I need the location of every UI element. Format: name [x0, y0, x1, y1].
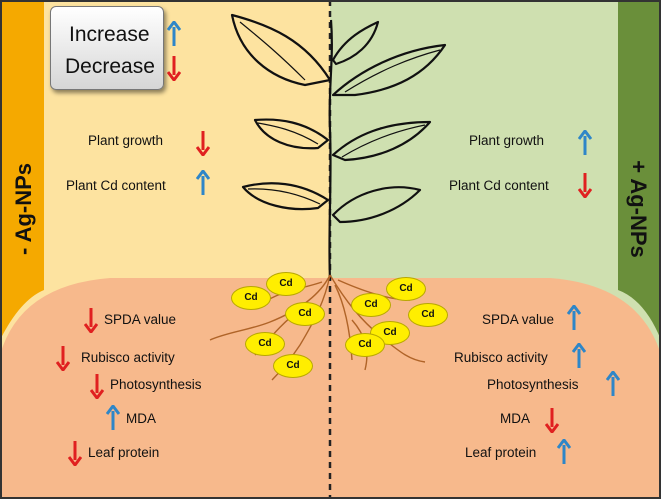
decrease-arrow-icon [84, 308, 98, 333]
increase-arrow-icon [567, 305, 581, 330]
decrease-arrow-icon [90, 374, 104, 399]
left-effect-plant-cd-content: Plant Cd content [66, 178, 166, 193]
cd-particle: Cd [285, 302, 325, 326]
left-condition-label: - Ag-NPs [11, 162, 36, 256]
legend: Increase Decrease [50, 6, 181, 90]
left-side-band [0, 0, 44, 340]
left-effect-leaf-protein: Leaf protein [88, 445, 160, 460]
right-effect-rubisco-activity: Rubisco activity [454, 350, 548, 365]
decrease-arrow-icon [68, 441, 82, 466]
left-effect-spda-value: SPDA value [104, 312, 177, 327]
legend-decrease-label: Decrease [65, 55, 155, 78]
cd-particle: Cd [245, 332, 285, 356]
increase-arrow-icon [572, 343, 586, 368]
right-effect-leaf-protein: Leaf protein [465, 445, 537, 460]
increase-arrow-icon [578, 130, 592, 155]
left-effect-photosynthesis: Photosynthesis [110, 377, 202, 392]
cd-particle: Cd [351, 293, 391, 317]
right-effect-photosynthesis: Photosynthesis [487, 377, 579, 392]
cd-particle: Cd [266, 272, 306, 296]
decrease-arrow-icon [196, 131, 210, 156]
left-effect-plant-growth: Plant growth [88, 133, 164, 148]
cd-particle: Cd [273, 354, 313, 378]
plant-icon [230, 13, 447, 281]
right-effect-mda: MDA [500, 411, 530, 426]
right-effect-plant-growth: Plant growth [469, 133, 545, 148]
right-side-band [618, 0, 661, 340]
decrease-arrow-icon [167, 56, 181, 81]
decrease-arrow-icon [545, 408, 559, 433]
right-condition-label: + Ag-NPs [626, 160, 651, 258]
cd-particle: Cd [408, 303, 448, 327]
decrease-arrow-icon [578, 173, 592, 198]
increase-arrow-icon [557, 439, 571, 464]
left-effect-rubisco-activity: Rubisco activity [81, 350, 175, 365]
left-effect-mda: MDA [126, 411, 156, 426]
right-effect-plant-cd-content: Plant Cd content [449, 178, 549, 193]
increase-arrow-icon [106, 405, 120, 430]
cd-particle: Cd [231, 286, 271, 310]
legend-increase-label: Increase [69, 23, 150, 46]
cd-particle: Cd [386, 277, 426, 301]
increase-arrow-icon [196, 170, 210, 195]
increase-arrow-icon [167, 21, 181, 46]
increase-arrow-icon [606, 371, 620, 396]
right-effect-spda-value: SPDA value [482, 312, 555, 327]
cd-particle: Cd [370, 321, 410, 345]
cd-particle: Cd [345, 333, 385, 357]
decrease-arrow-icon [56, 346, 70, 371]
